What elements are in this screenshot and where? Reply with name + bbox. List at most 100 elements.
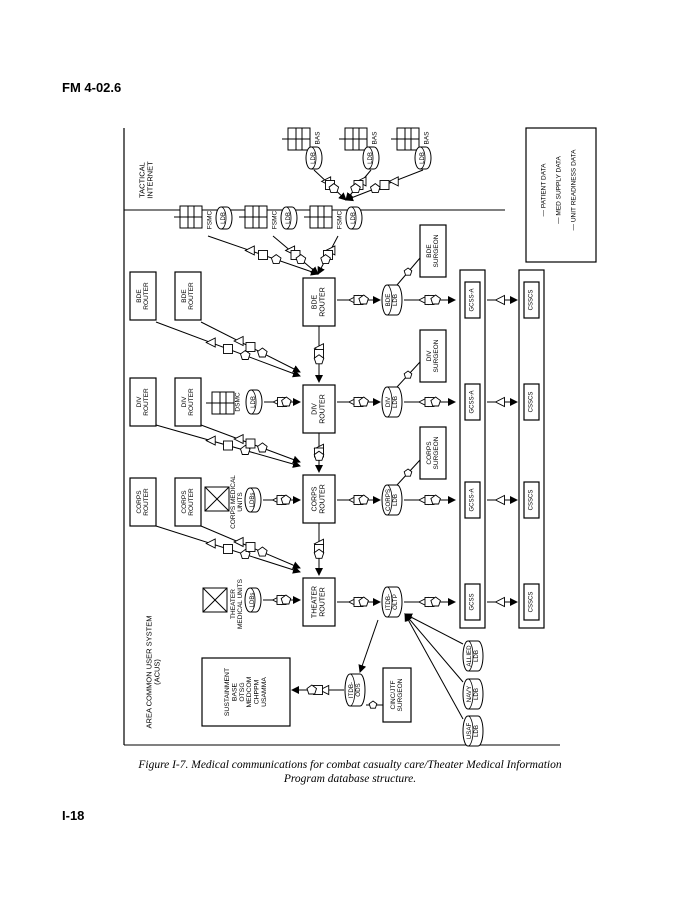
div-b-flow-triangle <box>233 433 244 445</box>
csscs-module-2-frame <box>523 383 540 421</box>
div-router-ldb-flow-pentagon <box>358 396 369 407</box>
bas-label-1-line-1: BAS <box>315 131 322 145</box>
upper-router-bde-b-label-line-1: BDE <box>181 289 188 303</box>
navy-ldb-node-label-line-2: LDB <box>473 688 480 700</box>
corps-surgeon-label-line-1: CORPS <box>426 441 433 465</box>
corps-b-flow-triangle <box>233 536 244 548</box>
corps-medical-units-label-line-1: CORPS MEDICAL <box>230 475 237 529</box>
cinc-flow-pentagon <box>368 700 378 709</box>
dsmc-ldb-rim <box>250 389 257 415</box>
gcss-module-3-label-line-1: GCSS-A <box>470 488 476 511</box>
corps-medical-ldbs-rim <box>249 487 256 513</box>
figure-caption: Figure I-7. Medical communications for c… <box>100 758 600 786</box>
upper-router-div-a-label-line-2: ROUTER <box>143 388 150 416</box>
fsmc-1-flow-triangle <box>244 245 255 256</box>
gcss-module-1-label: GCSS-A <box>470 288 476 311</box>
legend: — PATIENT DATA— MED SUPPLY DATA— UNIT RE… <box>525 127 597 263</box>
fsmc-unit-1 <box>174 205 203 229</box>
bas-ldb-1-body <box>305 146 323 170</box>
theater-medical-ldbs-rim <box>249 587 256 613</box>
legend-patient-label: — PATIENT DATA <box>541 163 548 217</box>
gcss-module-4-label-line-1: GCSS <box>470 593 476 610</box>
gcss-module-2-label: GCSS-A <box>470 390 476 413</box>
cinc-surgeon-label-line-1: CINC/JTF <box>390 681 397 710</box>
bas-unit-2 <box>339 127 368 151</box>
bas-1-flow-pentagon <box>328 183 340 194</box>
fsmc-ldb-2-rim <box>285 206 292 230</box>
itdb-oltp-ldb-node: ITDB-OLTP <box>381 586 403 618</box>
upper-router-corps-b-label-line-1: CORPS <box>181 490 188 514</box>
bas-ldb-3-body <box>414 146 432 170</box>
corps-router-label-line-1: CORPS <box>312 486 319 511</box>
bde-ldb-gcss-flow-pentagon <box>430 294 441 305</box>
acus-label-line-2: (ACUS) <box>153 659 162 685</box>
csscs-module-3: CSSCS <box>523 481 540 519</box>
div-surgeon-frame <box>419 329 447 383</box>
gcss-module-4-label: GCSS <box>470 593 476 610</box>
fsmc-ldb-3-label-line-1: LDB <box>351 212 357 224</box>
bas-ldb-2: LDB <box>362 146 380 170</box>
bde-ldb-node-label-line-1: BDE <box>385 294 392 307</box>
corps-a-flow-triangle <box>205 538 216 549</box>
fsmc-unit-3 <box>304 205 333 229</box>
div-ldb-node-label-line-1: DIV <box>385 396 392 407</box>
corps-ldb-node-label-line-1: CORPS <box>385 489 392 511</box>
fsmc-1-flow-square <box>258 250 268 260</box>
page-number: I-18 <box>62 808 85 823</box>
tactical-internet-label-line-1: TACTICAL <box>137 162 146 198</box>
corps-router-ldb-flow-pentagon <box>358 494 369 505</box>
div-surgeon-label-line-1: DIV <box>426 350 433 362</box>
gcss-module-3-frame <box>464 481 481 519</box>
upper-router-corps-a-label-line-1: CORPS <box>136 490 143 514</box>
bde-router-label-line-2: ROUTER <box>319 287 326 317</box>
theater-medical-flow-pentagon <box>280 594 292 605</box>
fsmc-label-1: FSMC <box>207 210 214 229</box>
usaf-ldb-node-label-line-1: USAF <box>466 723 473 740</box>
bde-router-label-line-1: BDE <box>312 294 319 309</box>
fsmc-unit-2 <box>239 205 268 229</box>
legend-supply-label: — MED SUPPLY DATA <box>556 155 563 223</box>
upper-router-corps-a-frame <box>129 477 157 527</box>
gcss-module-1: GCSS-A <box>464 281 481 319</box>
fsmc-ldb-3-body <box>345 206 363 230</box>
bde-surgeon-frame <box>419 224 447 278</box>
div-surgeon-flow-pentagon <box>403 370 413 379</box>
upper-router-bde-a-label-line-2: ROUTER <box>143 282 150 310</box>
bde-surgeon-label-line-2: SURGEON <box>433 234 440 267</box>
bde-ldb-node-rim <box>386 284 393 316</box>
csscs-module-2: CSSCS <box>523 383 540 421</box>
tactical-internet-label-line-2: INTERNET <box>146 161 155 199</box>
csscs-bar <box>518 269 545 629</box>
allied-ldb-node-label-line-2: LDB <box>473 650 480 662</box>
corps-medical-ldbs-label-line-1: LDBs <box>250 493 256 508</box>
div-a-flow-triangle <box>205 435 216 446</box>
upper-router-bde-a-frame <box>129 271 157 321</box>
div-ldb-node-label-line-2: LDB <box>392 396 399 408</box>
bas-label-1: BAS <box>315 131 322 145</box>
allied-ldb-to-oltp <box>404 613 464 645</box>
theater-router-label-line-2: ROUTER <box>319 587 326 617</box>
bde-surgeon-flow-pentagon <box>403 267 413 276</box>
fsmc-ldb-2-label-line-1: LDB <box>286 212 292 224</box>
bde-surgeon-label-line-1: BDE <box>426 244 433 258</box>
corps-b-flow-square <box>245 542 256 552</box>
itdb-oltp-ldb-node-label: ITDB-OLTP <box>385 594 399 610</box>
corps-b-flow-pentagon <box>257 546 268 557</box>
dsmc-ldb: LDB <box>245 389 263 415</box>
